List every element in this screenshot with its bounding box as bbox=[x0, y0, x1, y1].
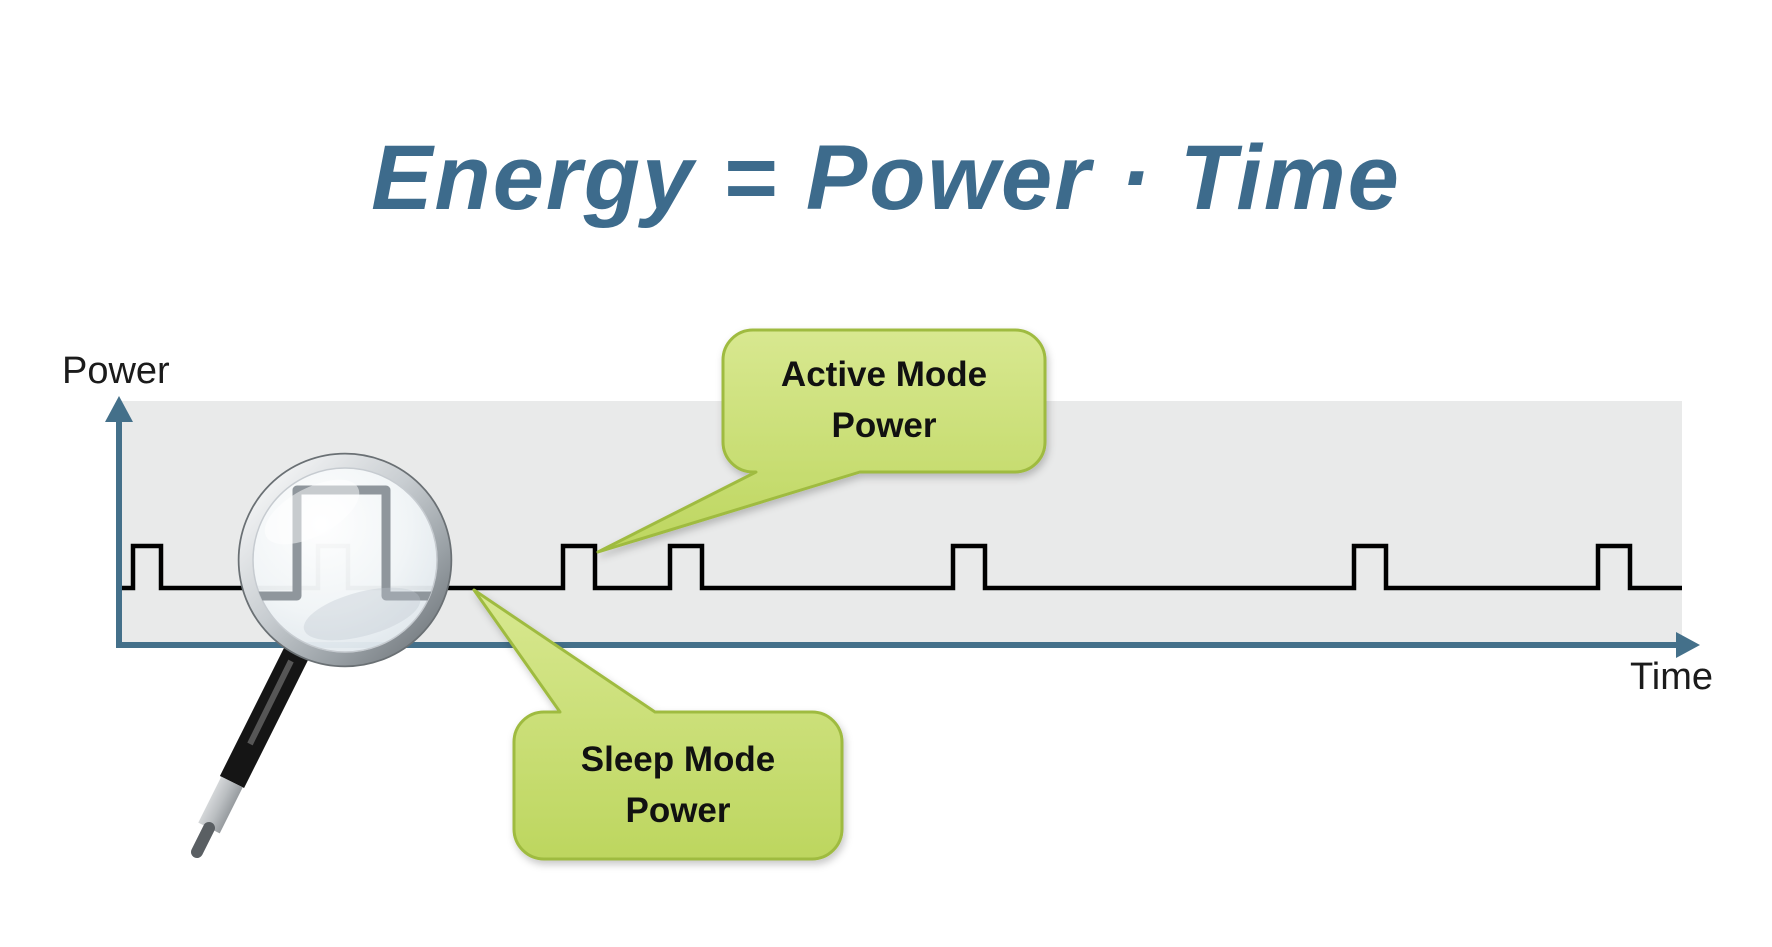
magnifier-tip bbox=[191, 822, 215, 858]
sleep-mode-callout-bubble bbox=[472, 588, 844, 861]
sleep-callout-line2: Power bbox=[625, 790, 731, 830]
y-axis-arrow-icon bbox=[105, 396, 133, 422]
sleep-mode-callout-text: Sleep Mode Power bbox=[514, 712, 842, 859]
page-title: Energy = Power · Time bbox=[371, 127, 1401, 229]
magnifier-inner-ring bbox=[252, 467, 438, 653]
magnifier-outer-ring bbox=[237, 452, 453, 668]
magnifier-ferrule bbox=[198, 776, 243, 834]
x-axis-label: Time bbox=[1630, 656, 1714, 698]
sleep-callout-line1: Sleep Mode bbox=[580, 739, 776, 779]
lens-reflection bbox=[303, 587, 421, 641]
active-callout-line2: Power bbox=[831, 406, 937, 445]
y-axis-label: Power bbox=[62, 350, 170, 392]
magnifier-handle-highlight bbox=[247, 659, 294, 746]
magnifier bbox=[191, 452, 453, 858]
active-mode-callout-bubble bbox=[596, 328, 1047, 554]
active-mode-callout-text: Active Mode Power bbox=[723, 330, 1045, 472]
active-callout-line1: Active Mode bbox=[780, 355, 988, 395]
lens-highlight bbox=[264, 479, 360, 545]
y-axis bbox=[105, 396, 133, 645]
magnifier-handle bbox=[219, 641, 312, 789]
x-axis-arrow-icon bbox=[1676, 632, 1700, 658]
